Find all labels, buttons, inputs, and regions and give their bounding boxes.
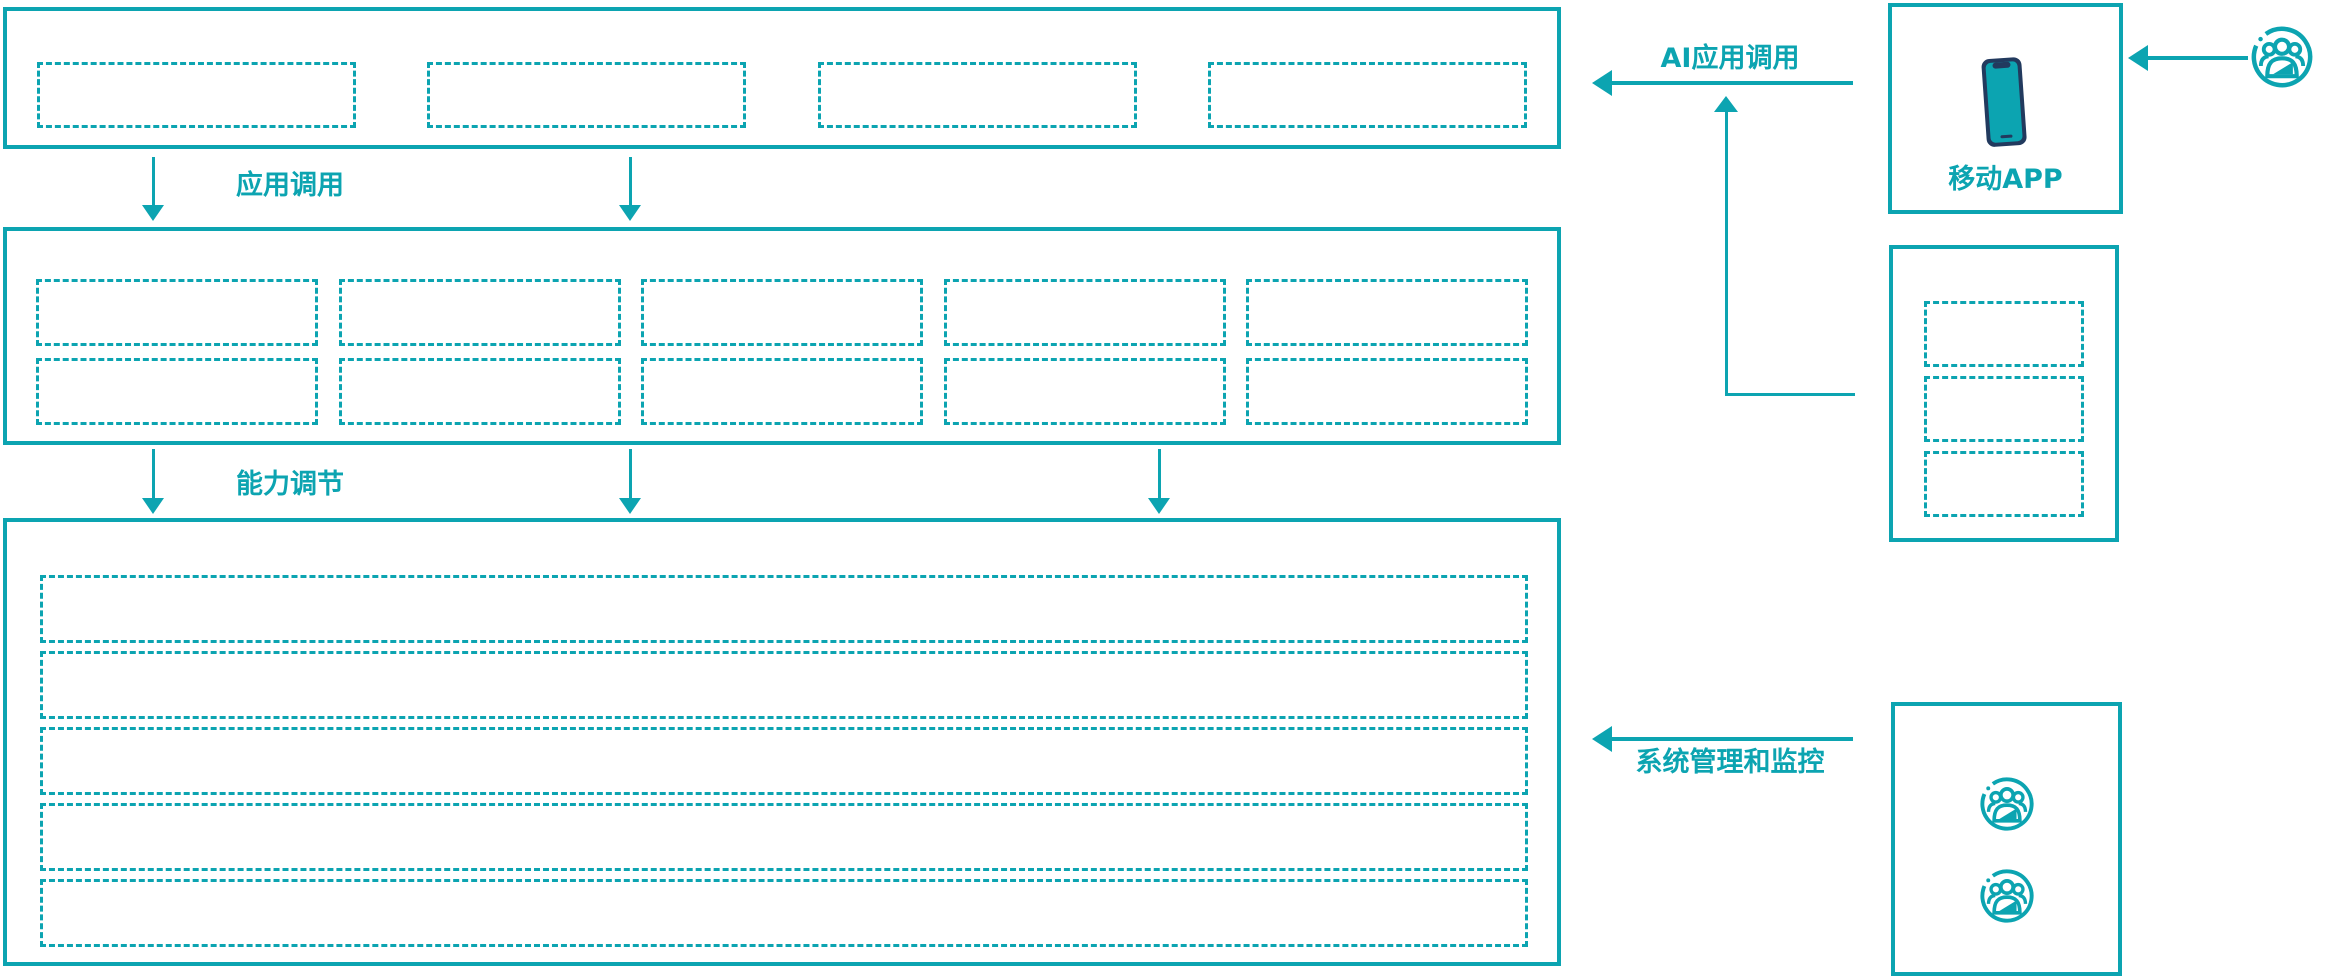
mobile-app-box: 移动APP — [1888, 3, 2123, 214]
platform-row-placeholder — [40, 651, 1528, 719]
arrow-shaft — [151, 449, 155, 498]
user-group-icon — [2251, 26, 2313, 88]
capability-placeholder-box — [1246, 279, 1528, 346]
platform-row-placeholder — [40, 879, 1528, 947]
capability-placeholder-box — [943, 358, 1226, 425]
flow-label-system-management: 系统管理和监控 — [1635, 747, 1825, 778]
arrow-shaft — [1610, 737, 1853, 741]
application-placeholder-box — [427, 62, 747, 128]
module-placeholder-box — [1924, 301, 2084, 367]
arrow-head-left-icon — [1592, 726, 1612, 752]
application-placeholder-row — [7, 11, 1557, 145]
left-arrow-ai-app-call — [1592, 68, 1853, 98]
left-arrow-system-management — [1592, 724, 1853, 754]
arrow-head-left-icon — [1592, 70, 1612, 96]
arrow-shaft — [151, 157, 155, 205]
arrow-head-down-icon — [619, 498, 641, 514]
left-arrow-user-to-app — [2128, 43, 2248, 73]
capability-placeholder-box — [943, 279, 1226, 346]
arrow-shaft — [1610, 81, 1853, 85]
application-placeholder-box — [1207, 62, 1527, 128]
flow-label-capability-adjust: 能力调节 — [236, 469, 344, 500]
capability-placeholder-box — [36, 279, 318, 346]
capability-layer-box — [3, 227, 1561, 445]
flow-label-app-call: 应用调用 — [236, 170, 344, 201]
platform-row-placeholder — [40, 803, 1528, 871]
platform-row-placeholder — [40, 727, 1528, 795]
mobile-app-label: 移动APP — [1948, 164, 2063, 195]
arrow-head-left-icon — [2128, 45, 2148, 71]
user-group-icon — [1979, 869, 2034, 923]
arrow-shaft — [628, 449, 632, 498]
platform-row-placeholder — [40, 575, 1528, 643]
user-group-icon — [1979, 777, 2034, 831]
capability-placeholder-box — [338, 279, 621, 346]
application-placeholder-box — [817, 62, 1137, 128]
capability-placeholder-grid — [7, 231, 1557, 441]
mobile-phone-icon — [1981, 57, 2027, 147]
application-placeholder-box — [37, 62, 356, 128]
capability-placeholder-box — [641, 279, 923, 346]
arrow-shaft — [1157, 449, 1161, 498]
flow-label-ai-app-call: AI应用调用 — [1660, 43, 1800, 74]
down-arrow-capability-2 — [619, 449, 641, 514]
capability-placeholder-box — [338, 358, 621, 425]
arrow-shaft — [2146, 56, 2248, 60]
arrow-shaft — [1724, 112, 1728, 396]
down-arrow-capability-3 — [1148, 449, 1170, 514]
down-arrow-app-call-2 — [619, 157, 641, 221]
arrow-shaft — [628, 157, 632, 205]
module-placeholder-box — [1924, 451, 2084, 517]
capability-placeholder-box — [1246, 358, 1528, 425]
down-arrow-capability-1 — [142, 449, 164, 514]
module-placeholder-box — [1924, 376, 2084, 442]
connector-line — [1726, 393, 1855, 396]
platform-layer-box — [3, 518, 1561, 966]
arrow-head-down-icon — [142, 205, 164, 221]
capability-placeholder-box — [641, 358, 923, 425]
capability-placeholder-box — [36, 358, 318, 425]
platform-row-stack — [7, 522, 1557, 962]
module-placeholder-stack — [1893, 249, 2115, 538]
admin-user-stack — [1895, 706, 2118, 972]
arrow-head-down-icon — [142, 498, 164, 514]
admin-users-box — [1891, 702, 2122, 976]
modules-box — [1889, 245, 2119, 542]
arrow-head-down-icon — [619, 205, 641, 221]
up-arrow-dev-platform — [1714, 96, 1738, 396]
down-arrow-app-call-1 — [142, 157, 164, 221]
arrow-head-up-icon — [1714, 96, 1738, 112]
arrow-head-down-icon — [1148, 498, 1170, 514]
application-layer-box — [3, 7, 1561, 149]
